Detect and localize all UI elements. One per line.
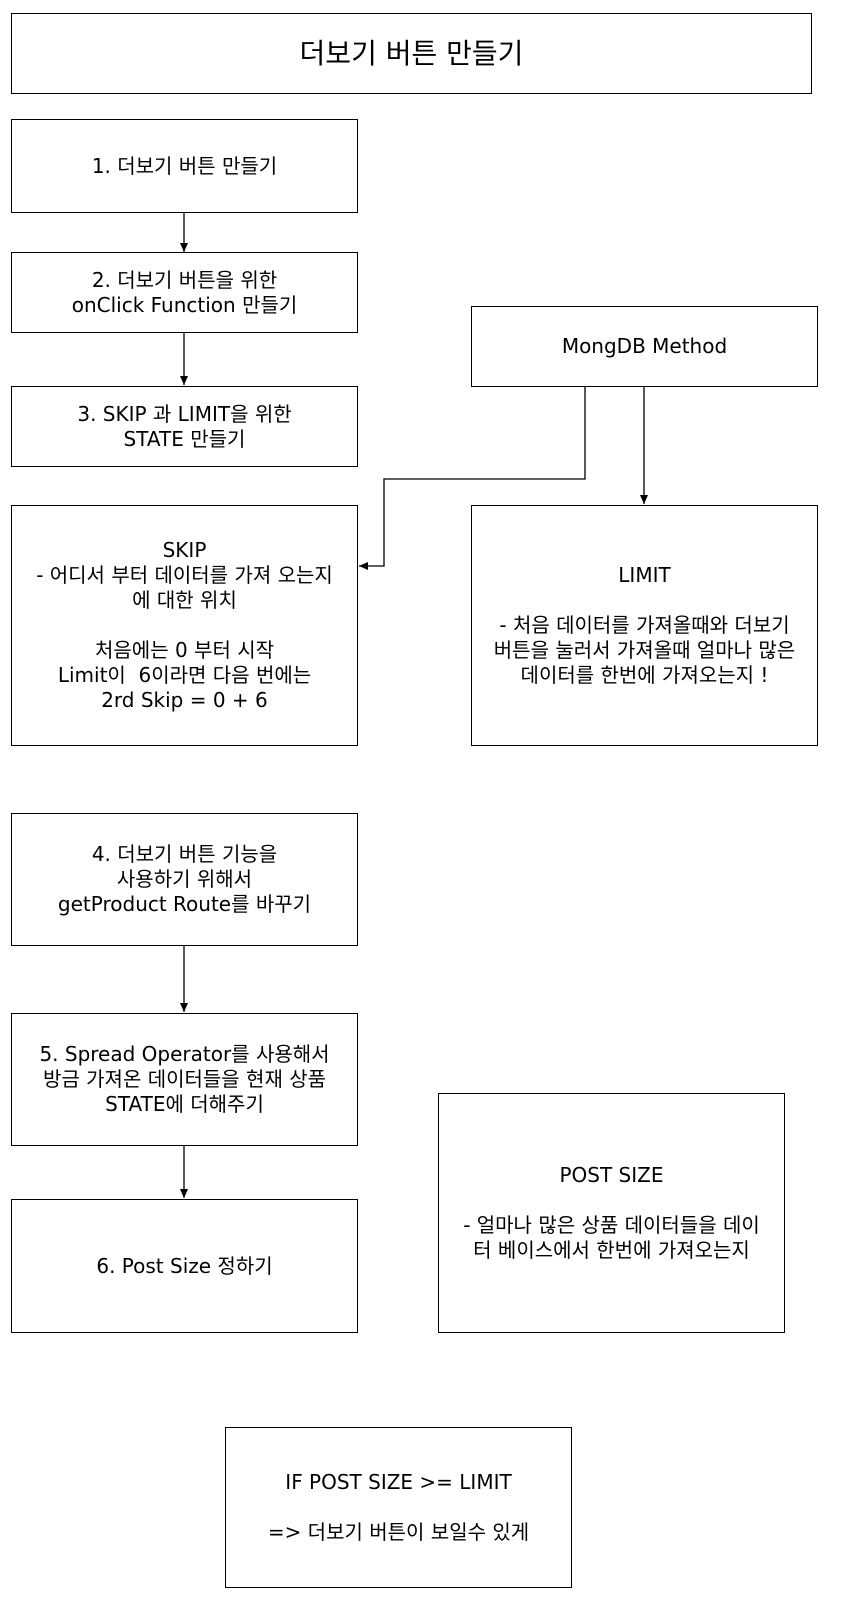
mongodb-method-box: MongDB Method (471, 306, 818, 387)
limit-box: LIMIT - 처음 데이터를 가져올때와 더보기 버튼을 눌러서 가져올때 얼… (471, 505, 818, 746)
step2-line: onClick Function 만들기 (71, 292, 298, 317)
skip-example-line: 2rd Skip = 0 + 6 (101, 688, 268, 712)
step3-box: 3. SKIP 과 LIMIT을 위한 STATE 만들기 (11, 386, 358, 467)
step5-line: 5. Spread Operator를 사용해서 (39, 1042, 330, 1066)
limit-heading: LIMIT (618, 563, 671, 587)
step2-box: 2. 더보기 버튼을 위한 onClick Function 만들기 (11, 252, 358, 333)
step3-line: 3. SKIP 과 LIMIT을 위한 (77, 401, 292, 426)
step1-line: 1. 더보기 버튼 만들기 (91, 153, 278, 178)
step1-box: 1. 더보기 버튼 만들기 (11, 119, 358, 213)
mongodb-method-label: MongDB Method (561, 334, 728, 358)
step6-line: 6. Post Size 정하기 (96, 1253, 273, 1278)
skip-example-line: Limit이 6이라면 다음 번에는 (57, 663, 312, 687)
skip-box: SKIP - 어디서 부터 데이터를 가져 오는지 에 대한 위치 처음에는 0… (11, 505, 358, 746)
diagram-title: 더보기 버튼 만들기 (11, 13, 812, 94)
step4-line: 사용하기 위해서 (116, 867, 253, 891)
condition-box: IF POST SIZE >= LIMIT => 더보기 버튼이 보일수 있게 (225, 1427, 572, 1588)
step4-line: 4. 더보기 버튼 기능을 (91, 842, 278, 866)
skip-heading: SKIP (162, 538, 207, 562)
post-size-box: POST SIZE - 얼마나 많은 상품 데이터들을 데이 터 베이스에서 한… (438, 1093, 785, 1333)
post-size-desc-line: - 얼마나 많은 상품 데이터들을 데이 (463, 1213, 760, 1237)
step4-line: getProduct Route를 바꾸기 (57, 892, 312, 916)
step3-line: STATE 만들기 (123, 426, 246, 451)
diagram-title-text: 더보기 버튼 만들기 (299, 36, 524, 70)
step2-line: 2. 더보기 버튼을 위한 (91, 267, 278, 292)
step5-box: 5. Spread Operator를 사용해서 방금 가져온 데이터들을 현재… (11, 1013, 358, 1146)
skip-desc-line: - 어디서 부터 데이터를 가져 오는지 (36, 563, 333, 587)
arrow-mongodb-to-skip (359, 387, 586, 570)
condition-line: => 더보기 버튼이 보일수 있게 (267, 1520, 530, 1544)
skip-example-line: 처음에는 0 부터 시작 (95, 638, 274, 662)
step5-line: 방금 가져온 데이터들을 현재 상품 (42, 1067, 327, 1091)
step5-line: STATE에 더해주기 (105, 1092, 264, 1116)
step4-box: 4. 더보기 버튼 기능을 사용하기 위해서 getProduct Route를… (11, 813, 358, 946)
condition-line: IF POST SIZE >= LIMIT (285, 1470, 512, 1494)
step6-box: 6. Post Size 정하기 (11, 1199, 358, 1333)
post-size-desc-line: 터 베이스에서 한번에 가져오는지 (473, 1238, 750, 1262)
skip-desc-line: 에 대한 위치 (132, 588, 237, 612)
post-size-heading: POST SIZE (559, 1163, 664, 1187)
limit-desc-line: 데이터를 한번에 가져오는지 ! (520, 663, 769, 687)
limit-desc-line: 버튼을 눌러서 가져올때 얼마나 많은 (493, 638, 796, 662)
limit-desc-line: - 처음 데이터를 가져올때와 더보기 (499, 613, 790, 637)
